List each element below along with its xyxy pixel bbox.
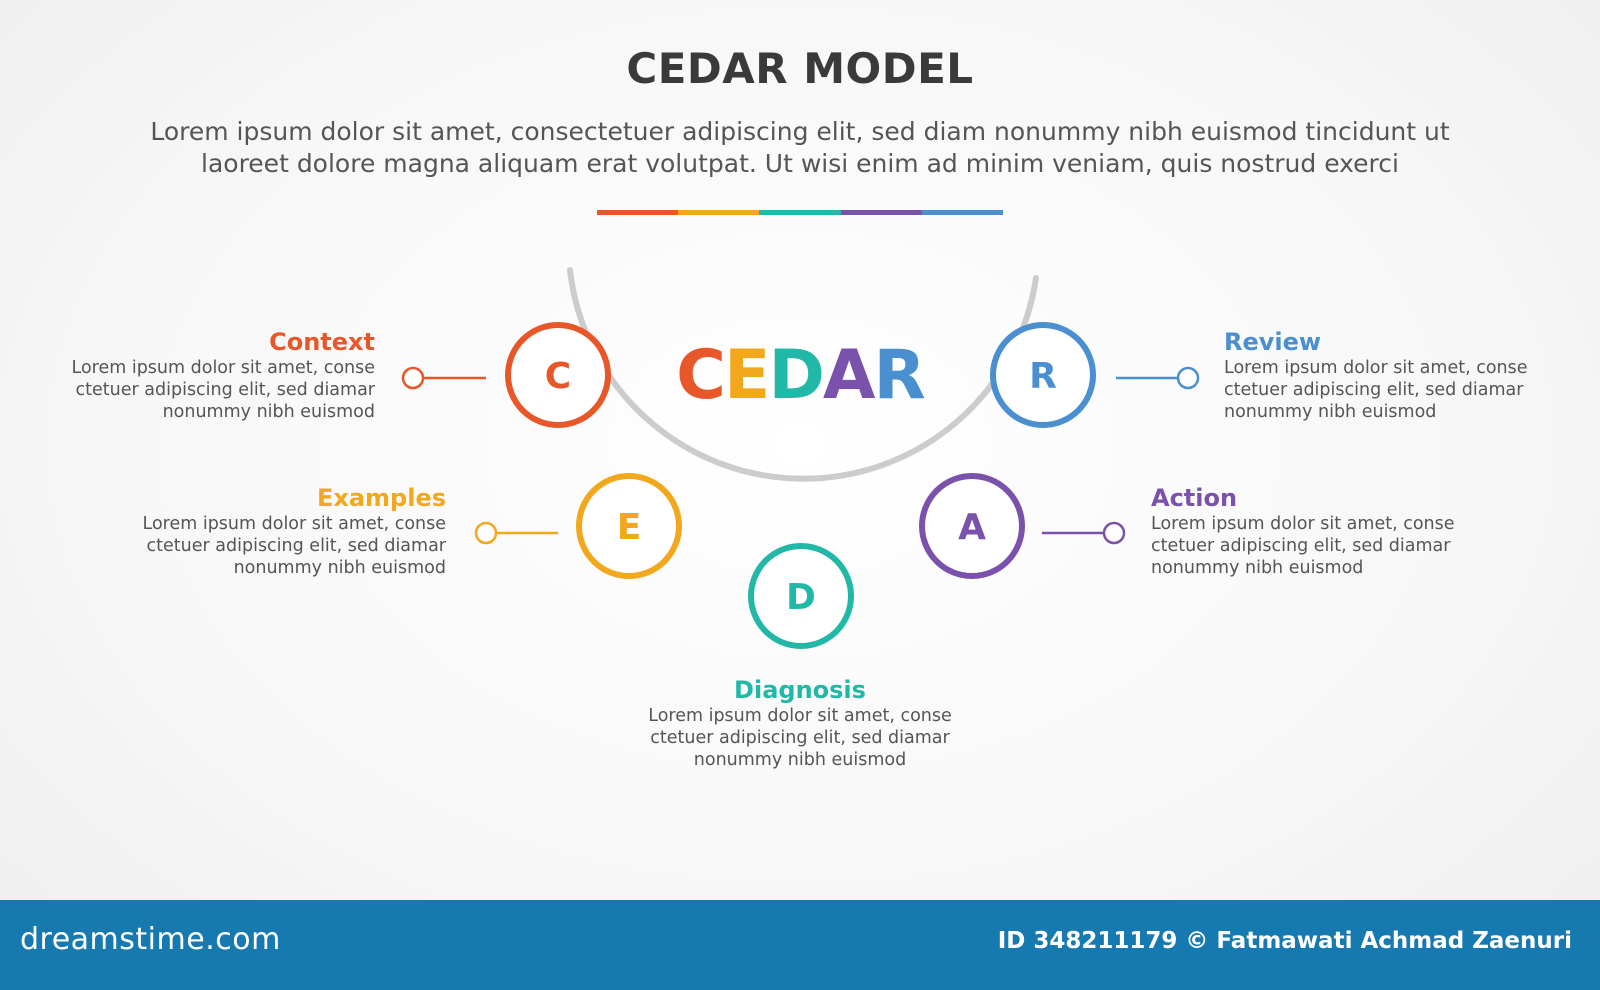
circle-action: A: [919, 473, 1025, 579]
heading-action: Action: [1151, 484, 1238, 512]
acronym-letter-a: A: [822, 336, 876, 415]
color-divider: [597, 210, 1004, 215]
divider-segment-teal: [759, 210, 841, 215]
acronym-letter-e: E: [723, 336, 770, 415]
circle-letter-e: E: [617, 507, 642, 548]
connector-examples: [474, 521, 558, 545]
watermark-footer: dreamstime.com ID 348211179 © Fatmawati …: [0, 900, 1600, 990]
block-context: Context Lorem ipsum dolor sit amet, cons…: [35, 327, 376, 423]
footer-credit: ID 348211179 © Fatmawati Achmad Zaenuri: [997, 928, 1572, 954]
description-context: Lorem ipsum dolor sit amet, conse ctetue…: [71, 358, 376, 422]
acronym-letter-r: R: [873, 336, 926, 415]
block-diagnosis: Diagnosis Lorem ipsum dolor sit amet, co…: [630, 675, 970, 771]
heading-context: Context: [269, 328, 375, 356]
page-title: CEDAR MODEL: [626, 44, 974, 93]
divider-segment-blue: [921, 210, 1004, 215]
acronym-letter-d: D: [768, 336, 824, 415]
circle-letter-d: D: [786, 577, 816, 618]
description-action: Lorem ipsum dolor sit amet, conse ctetue…: [1151, 514, 1455, 578]
block-action: Action Lorem ipsum dolor sit amet, conse…: [1151, 483, 1491, 579]
footer-logo: dreamstime.com: [20, 922, 281, 957]
circle-context: C: [505, 322, 611, 428]
divider-segment-yellow: [678, 210, 760, 215]
circle-review: R: [990, 322, 1096, 428]
heading-examples: Examples: [316, 484, 446, 512]
circle-letter-c: C: [545, 356, 571, 397]
circle-examples: E: [576, 473, 682, 579]
heading-diagnosis: Diagnosis: [734, 676, 866, 704]
page-subtitle: Lorem ipsum dolor sit amet, consectetuer…: [150, 117, 1450, 178]
connector-action: [1042, 521, 1126, 545]
connector-review: [1116, 366, 1200, 390]
circle-letter-a: A: [958, 507, 986, 548]
divider-segment-purple: [840, 210, 922, 215]
circle-letter-r: R: [1029, 356, 1057, 397]
heading-review: Review: [1224, 328, 1322, 356]
description-examples: Lorem ipsum dolor sit amet, conse ctetue…: [142, 514, 447, 578]
description-diagnosis: Lorem ipsum dolor sit amet, conse ctetue…: [648, 706, 952, 770]
center-acronym: CEDAR: [640, 336, 960, 416]
connector-context: [401, 366, 486, 390]
block-review: Review Lorem ipsum dolor sit amet, conse…: [1224, 327, 1564, 423]
block-examples: Examples Lorem ipsum dolor sit amet, con…: [106, 483, 447, 579]
divider-segment-orange: [597, 210, 679, 215]
acronym-letter-c: C: [676, 336, 726, 415]
circle-diagnosis: D: [748, 543, 854, 649]
description-review: Lorem ipsum dolor sit amet, conse ctetue…: [1224, 358, 1528, 422]
